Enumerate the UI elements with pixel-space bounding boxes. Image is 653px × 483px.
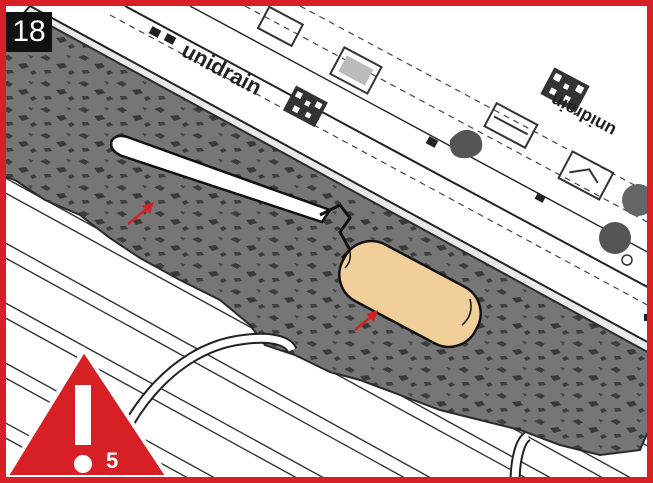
exclamation-mark-icon bbox=[75, 385, 91, 445]
step-number-badge: 18 bbox=[6, 12, 52, 52]
warning-count: 5 bbox=[106, 446, 136, 476]
stop-symbol-icon bbox=[622, 184, 653, 216]
stop-symbol-icon bbox=[599, 222, 631, 254]
print-square-icon bbox=[644, 314, 653, 321]
